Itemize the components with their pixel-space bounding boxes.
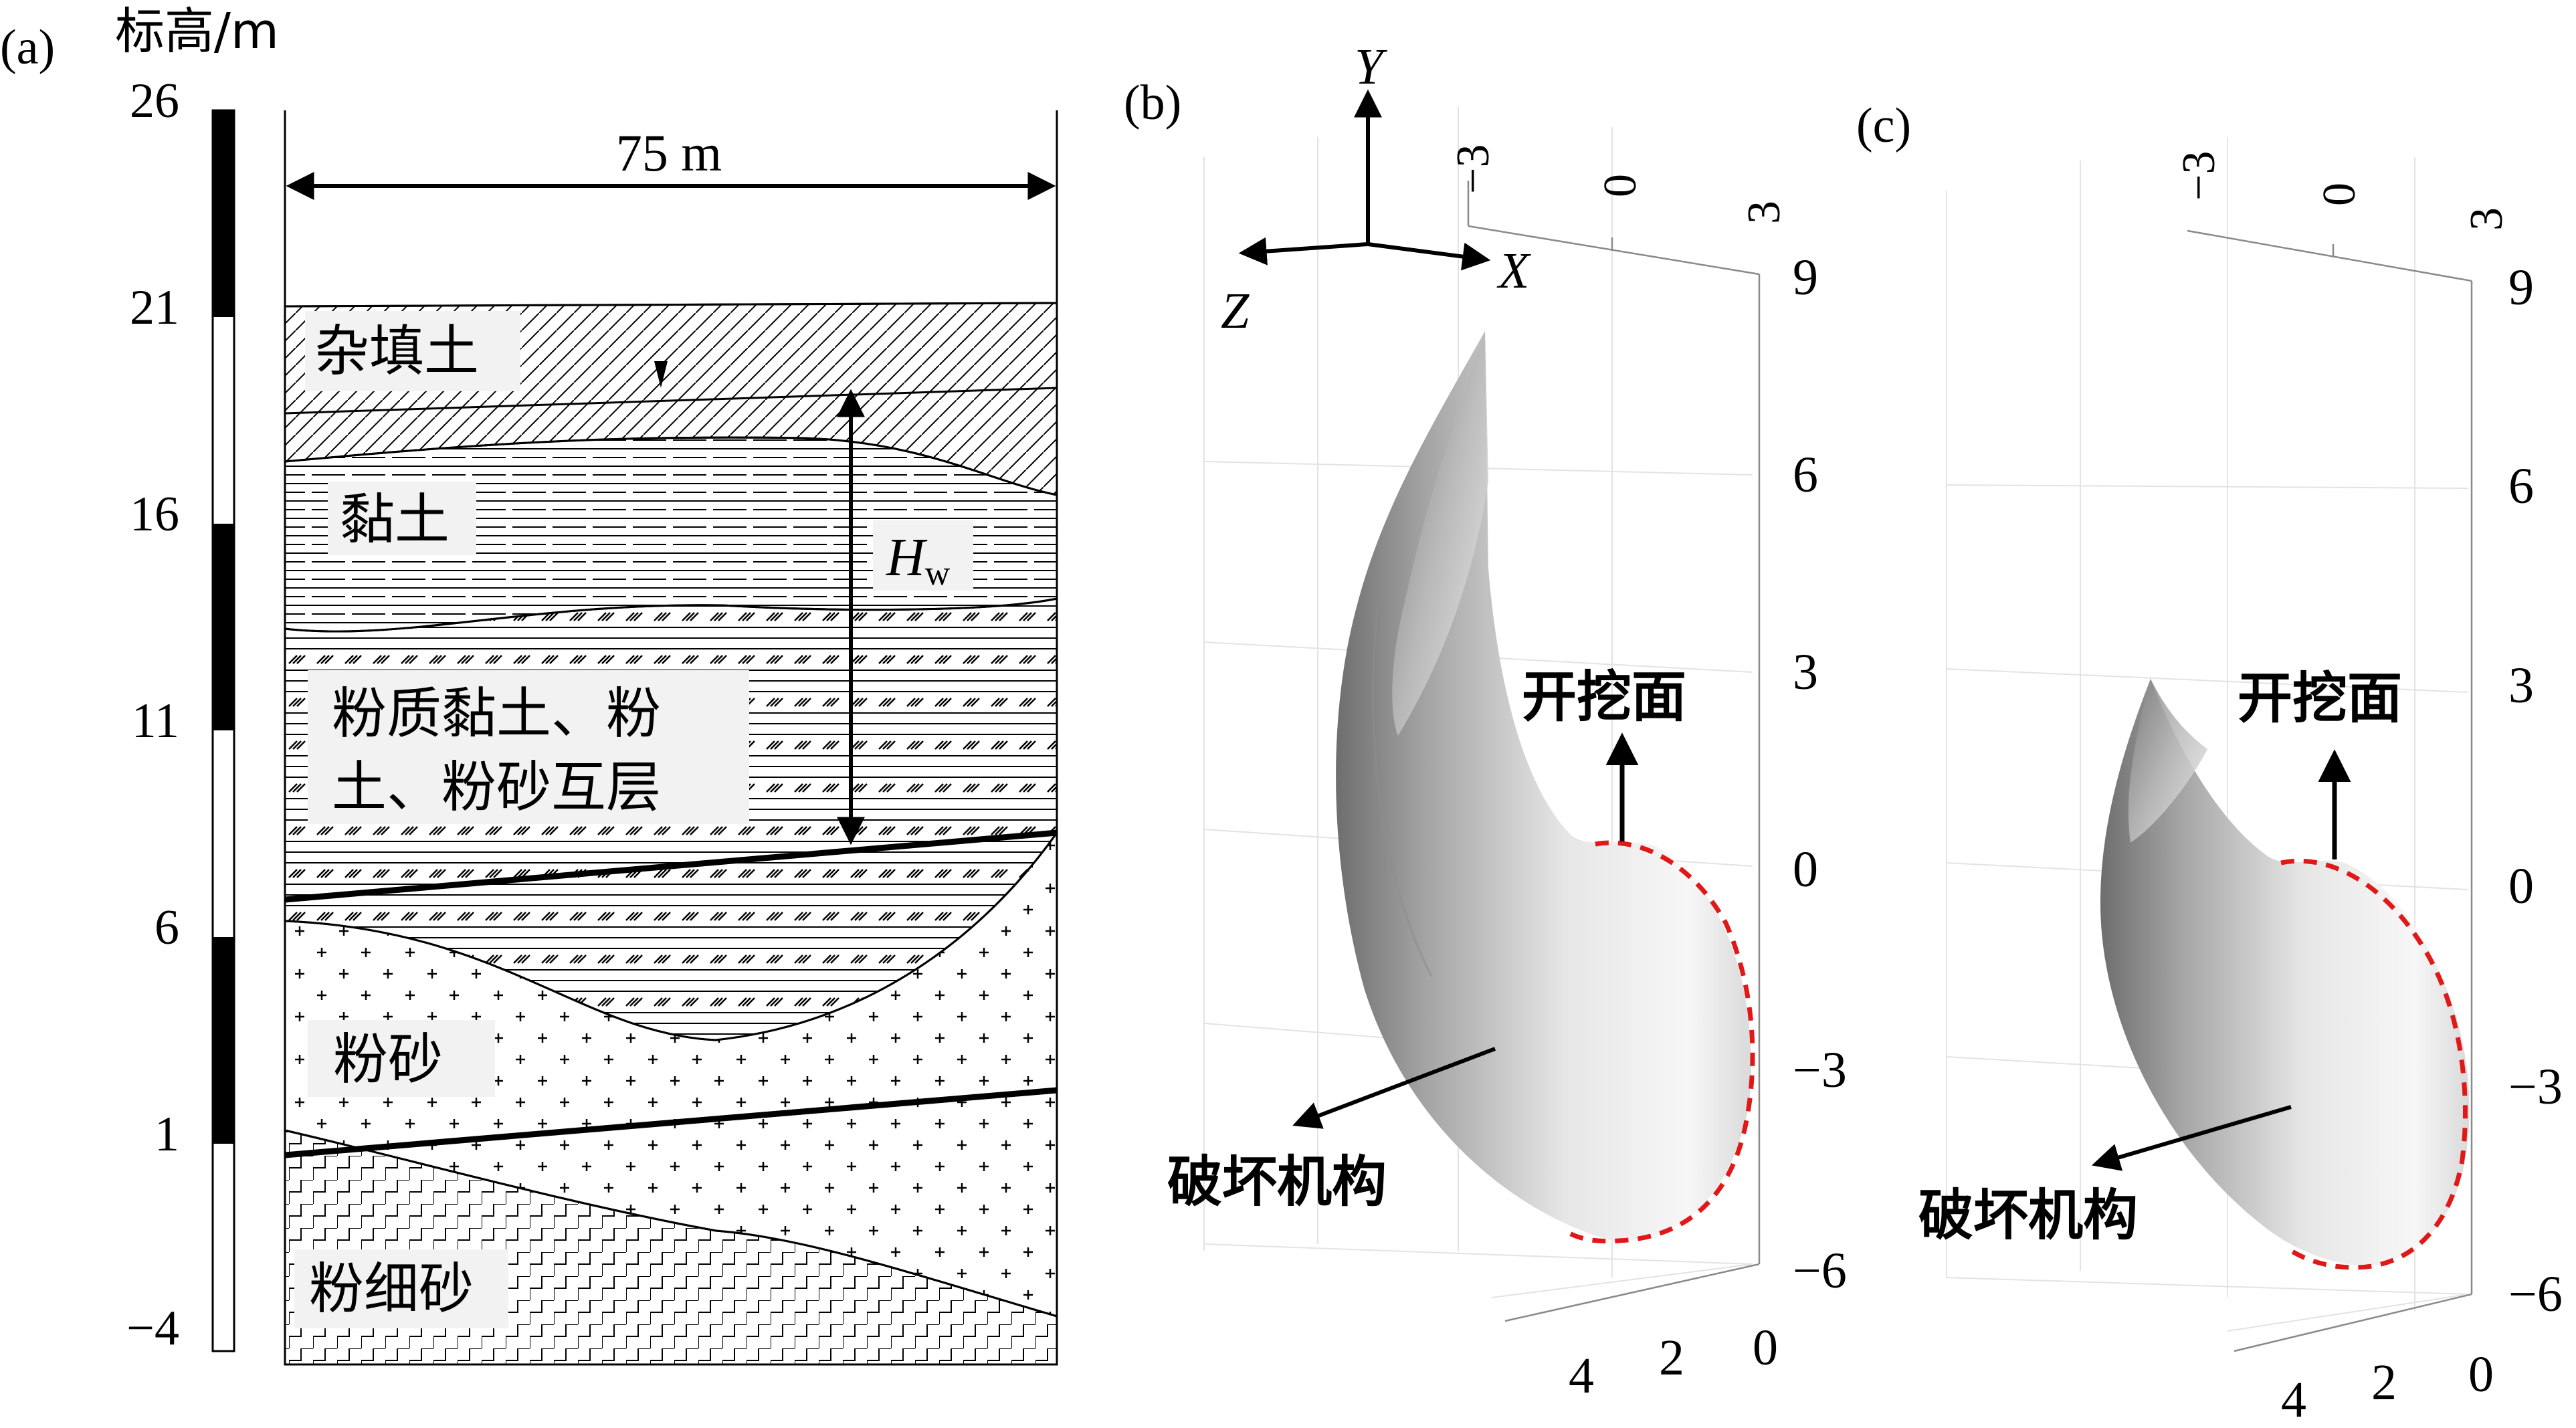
b-right-tick-9: 9 <box>1793 249 1818 306</box>
panel-b: (b) <box>1124 39 1847 1404</box>
hw-label-sub: w <box>925 554 951 593</box>
panel-c-right-ticks: 9 6 3 0 −3 −6 <box>2508 260 2563 1322</box>
axis-label-y: Y <box>1355 39 1388 95</box>
c-top-tick-3: 3 <box>2461 207 2512 231</box>
coordinate-triad: Y X Z <box>1221 39 1531 339</box>
label-excavation-face-c: 开挖面 <box>2238 667 2402 730</box>
b-top-tick-0: 0 <box>1595 174 1646 197</box>
failure-mechanism-arrow-c <box>2091 1105 2292 1171</box>
layer-label-silty-line2: 土、粉砂互层 <box>332 756 661 819</box>
tick-1: 1 <box>155 1107 179 1162</box>
panel-b-top-ticks: −3 0 3 <box>1448 144 1790 224</box>
panel-c-top-ticks: −3 0 3 <box>2173 151 2512 231</box>
c-top-tick-0: 0 <box>2314 183 2365 206</box>
tick-21: 21 <box>130 280 179 335</box>
elevation-axis-title: 标高/m <box>115 3 279 60</box>
soil-layers <box>284 302 1058 1366</box>
layer-label-silty-sand: 粉砂 <box>333 1028 443 1092</box>
label-failure-mechanism-c: 破坏机构 <box>1918 1184 2138 1247</box>
b-bottom-tick-0: 0 <box>1753 1320 1778 1376</box>
axis-label-x: X <box>1496 243 1531 299</box>
c-right-tick-0: 0 <box>2508 858 2534 914</box>
layer-label-fine-sand: 粉细砂 <box>309 1257 474 1321</box>
b-right-tick-minus3: −3 <box>1793 1042 1847 1098</box>
boundary-bold-lower <box>284 1087 1058 1158</box>
failure-mechanism-arrow-b <box>1292 1047 1496 1129</box>
panel-c-label: (c) <box>1856 98 1911 153</box>
c-bottom-tick-4: 4 <box>2281 1372 2306 1428</box>
c-right-tick-6: 6 <box>2508 458 2534 514</box>
panel-b-label: (b) <box>1124 76 1181 130</box>
b-right-tick-minus6: −6 <box>1793 1243 1847 1299</box>
c-top-tick-minus3: −3 <box>2173 151 2225 201</box>
b-bottom-tick-2: 2 <box>1659 1330 1684 1386</box>
b-right-tick-6: 6 <box>1793 447 1818 503</box>
label-excavation-face-b: 开挖面 <box>1522 666 1686 729</box>
failure-mechanism-c <box>2100 679 2470 1270</box>
excavation-face-outline-c <box>2280 858 2468 1270</box>
elevation-scale-bar <box>211 109 235 1352</box>
panel-b-bottom-ticks: 4 2 0 <box>1569 1320 1778 1404</box>
c-bottom-tick-0: 0 <box>2468 1346 2494 1403</box>
hw-label-main: H <box>886 528 928 587</box>
c-right-tick-3: 3 <box>2508 657 2534 714</box>
tick-11: 11 <box>132 694 179 748</box>
boundary-bold-upper <box>284 829 1058 903</box>
axis-label-z: Z <box>1221 283 1250 339</box>
layer-label-clay: 黏土 <box>340 488 450 552</box>
layer-labels: 杂填土 黏土 粉质黏土、粉 土、粉砂互层 粉砂 粉细砂 <box>294 311 749 1328</box>
b-bottom-tick-4: 4 <box>1569 1348 1594 1404</box>
b-top-tick-3: 3 <box>1739 201 1790 224</box>
tick-16: 16 <box>130 487 179 542</box>
c-right-tick-9: 9 <box>2508 260 2534 316</box>
elevation-ticks: 26 21 16 11 6 1 −4 <box>126 74 179 1356</box>
panel-a: (a) 标高/m 26 21 16 11 6 1 −4 75 m <box>0 3 1058 1366</box>
panel-c-bottom-ticks: 4 2 0 <box>2281 1346 2494 1428</box>
b-right-tick-0: 0 <box>1793 841 1818 898</box>
panel-b-right-ticks: 9 6 3 0 −3 −6 <box>1793 249 1847 1299</box>
interface-line-upper <box>284 387 1058 415</box>
excavation-face-outline-b <box>1564 840 1755 1244</box>
failure-mechanism-b <box>1336 331 1755 1244</box>
tick-minus4: −4 <box>126 1301 179 1356</box>
layer-label-misc-fill: 杂填土 <box>314 320 479 383</box>
label-failure-mechanism-b: 破坏机构 <box>1167 1150 1387 1214</box>
b-right-tick-3: 3 <box>1793 644 1818 700</box>
panel-c: (c) −3 0 3 <box>1856 98 2563 1428</box>
c-right-tick-minus6: −6 <box>2508 1266 2563 1322</box>
tick-6: 6 <box>155 900 179 955</box>
layer-label-silty-line1: 粉质黏土、粉 <box>332 682 661 746</box>
b-top-tick-minus3: −3 <box>1448 144 1499 194</box>
hw-label: Hw <box>886 528 951 593</box>
width-label: 75 m <box>616 124 722 182</box>
tick-26: 26 <box>130 74 179 128</box>
c-right-tick-minus3: −3 <box>2508 1059 2563 1115</box>
panel-a-label: (a) <box>0 20 55 75</box>
c-bottom-tick-2: 2 <box>2371 1354 2397 1411</box>
water-table-symbol <box>654 361 668 388</box>
